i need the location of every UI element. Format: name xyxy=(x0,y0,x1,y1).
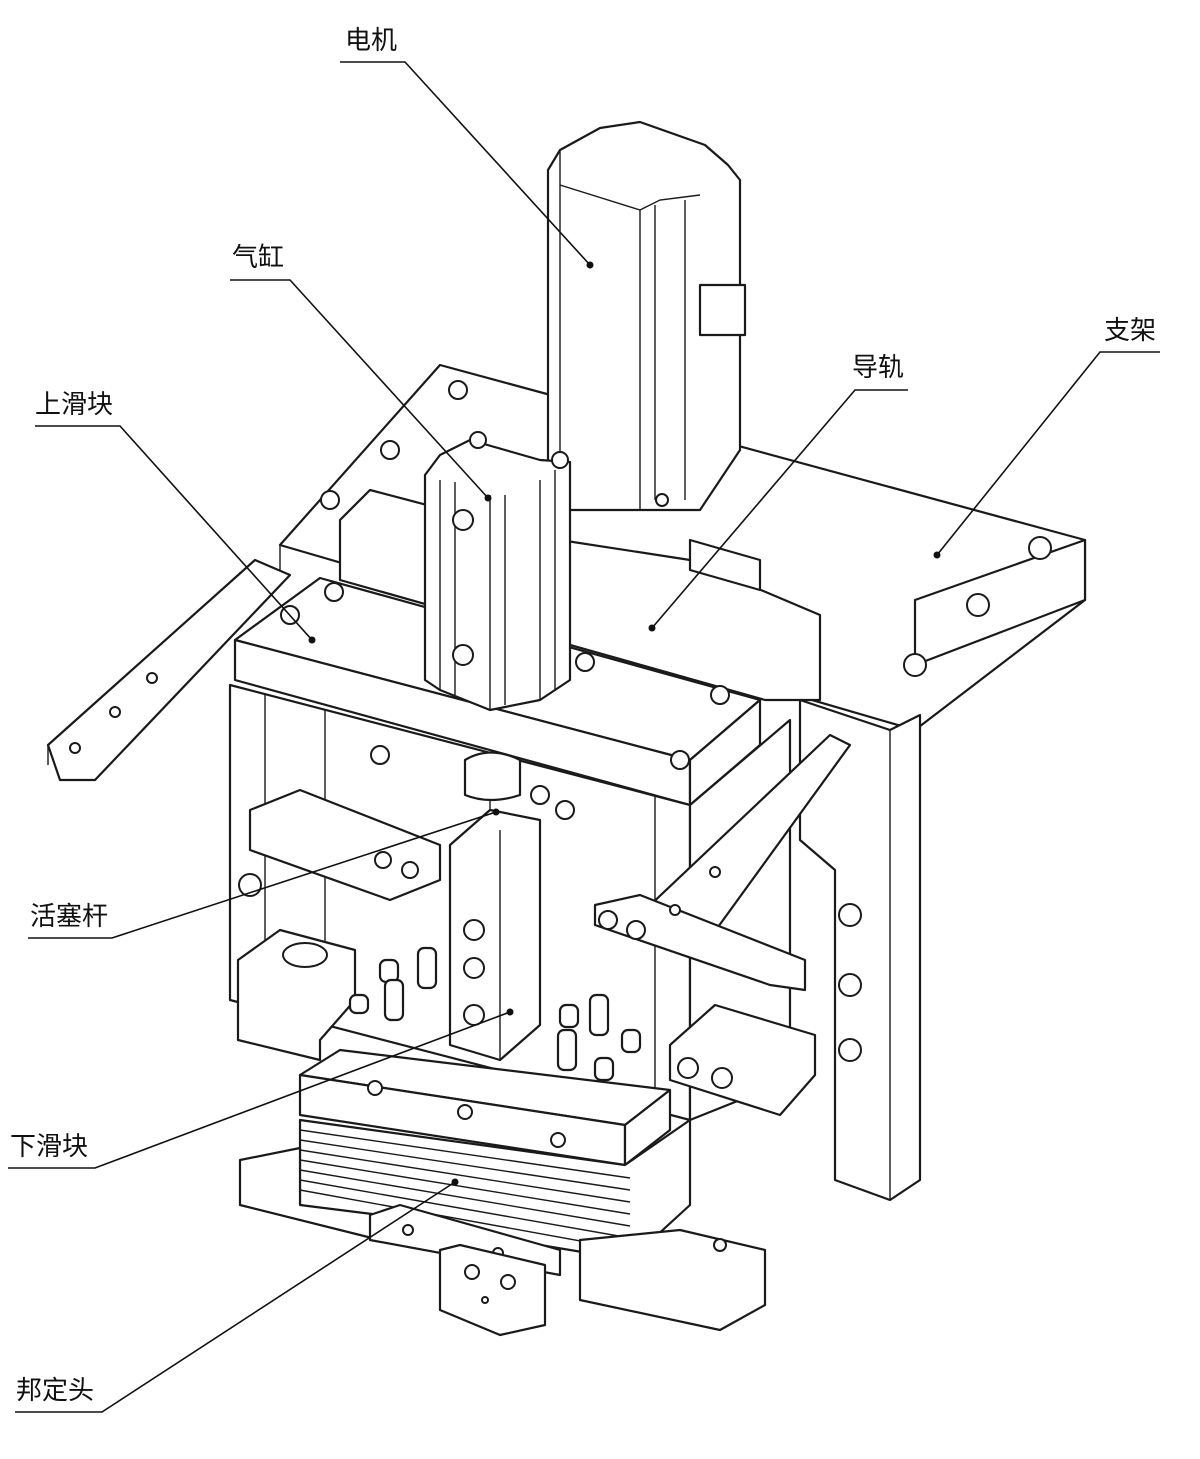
left-arm xyxy=(46,558,292,782)
callout-bonding-head: 邦定头 xyxy=(16,1376,95,1406)
bonding-base xyxy=(238,1146,767,1332)
callout-cylinder: 气缸 xyxy=(232,243,285,273)
bonding-tip xyxy=(438,1243,547,1337)
piston-rod-block xyxy=(448,808,542,1062)
callout-lower-slider: 下滑块 xyxy=(10,1132,89,1162)
screws xyxy=(348,946,642,1082)
callout-piston-rod: 活塞杆 xyxy=(30,902,109,932)
left-crossbar xyxy=(248,788,442,902)
callout-bracket: 支架 xyxy=(1104,316,1157,346)
cylinder xyxy=(423,431,572,712)
lower-slider xyxy=(298,1048,672,1167)
right-crossbar xyxy=(593,733,852,992)
callout-motor: 电机 xyxy=(345,26,398,56)
callout-upper-slider: 上滑块 xyxy=(35,390,114,420)
bonding-head-stack xyxy=(298,1118,692,1262)
motor xyxy=(546,120,747,512)
callout-guide-rail: 导轨 xyxy=(852,353,905,383)
side-bracket xyxy=(798,698,922,1202)
right-clamp-block xyxy=(668,1003,817,1117)
left-clamp-block xyxy=(236,928,357,1062)
